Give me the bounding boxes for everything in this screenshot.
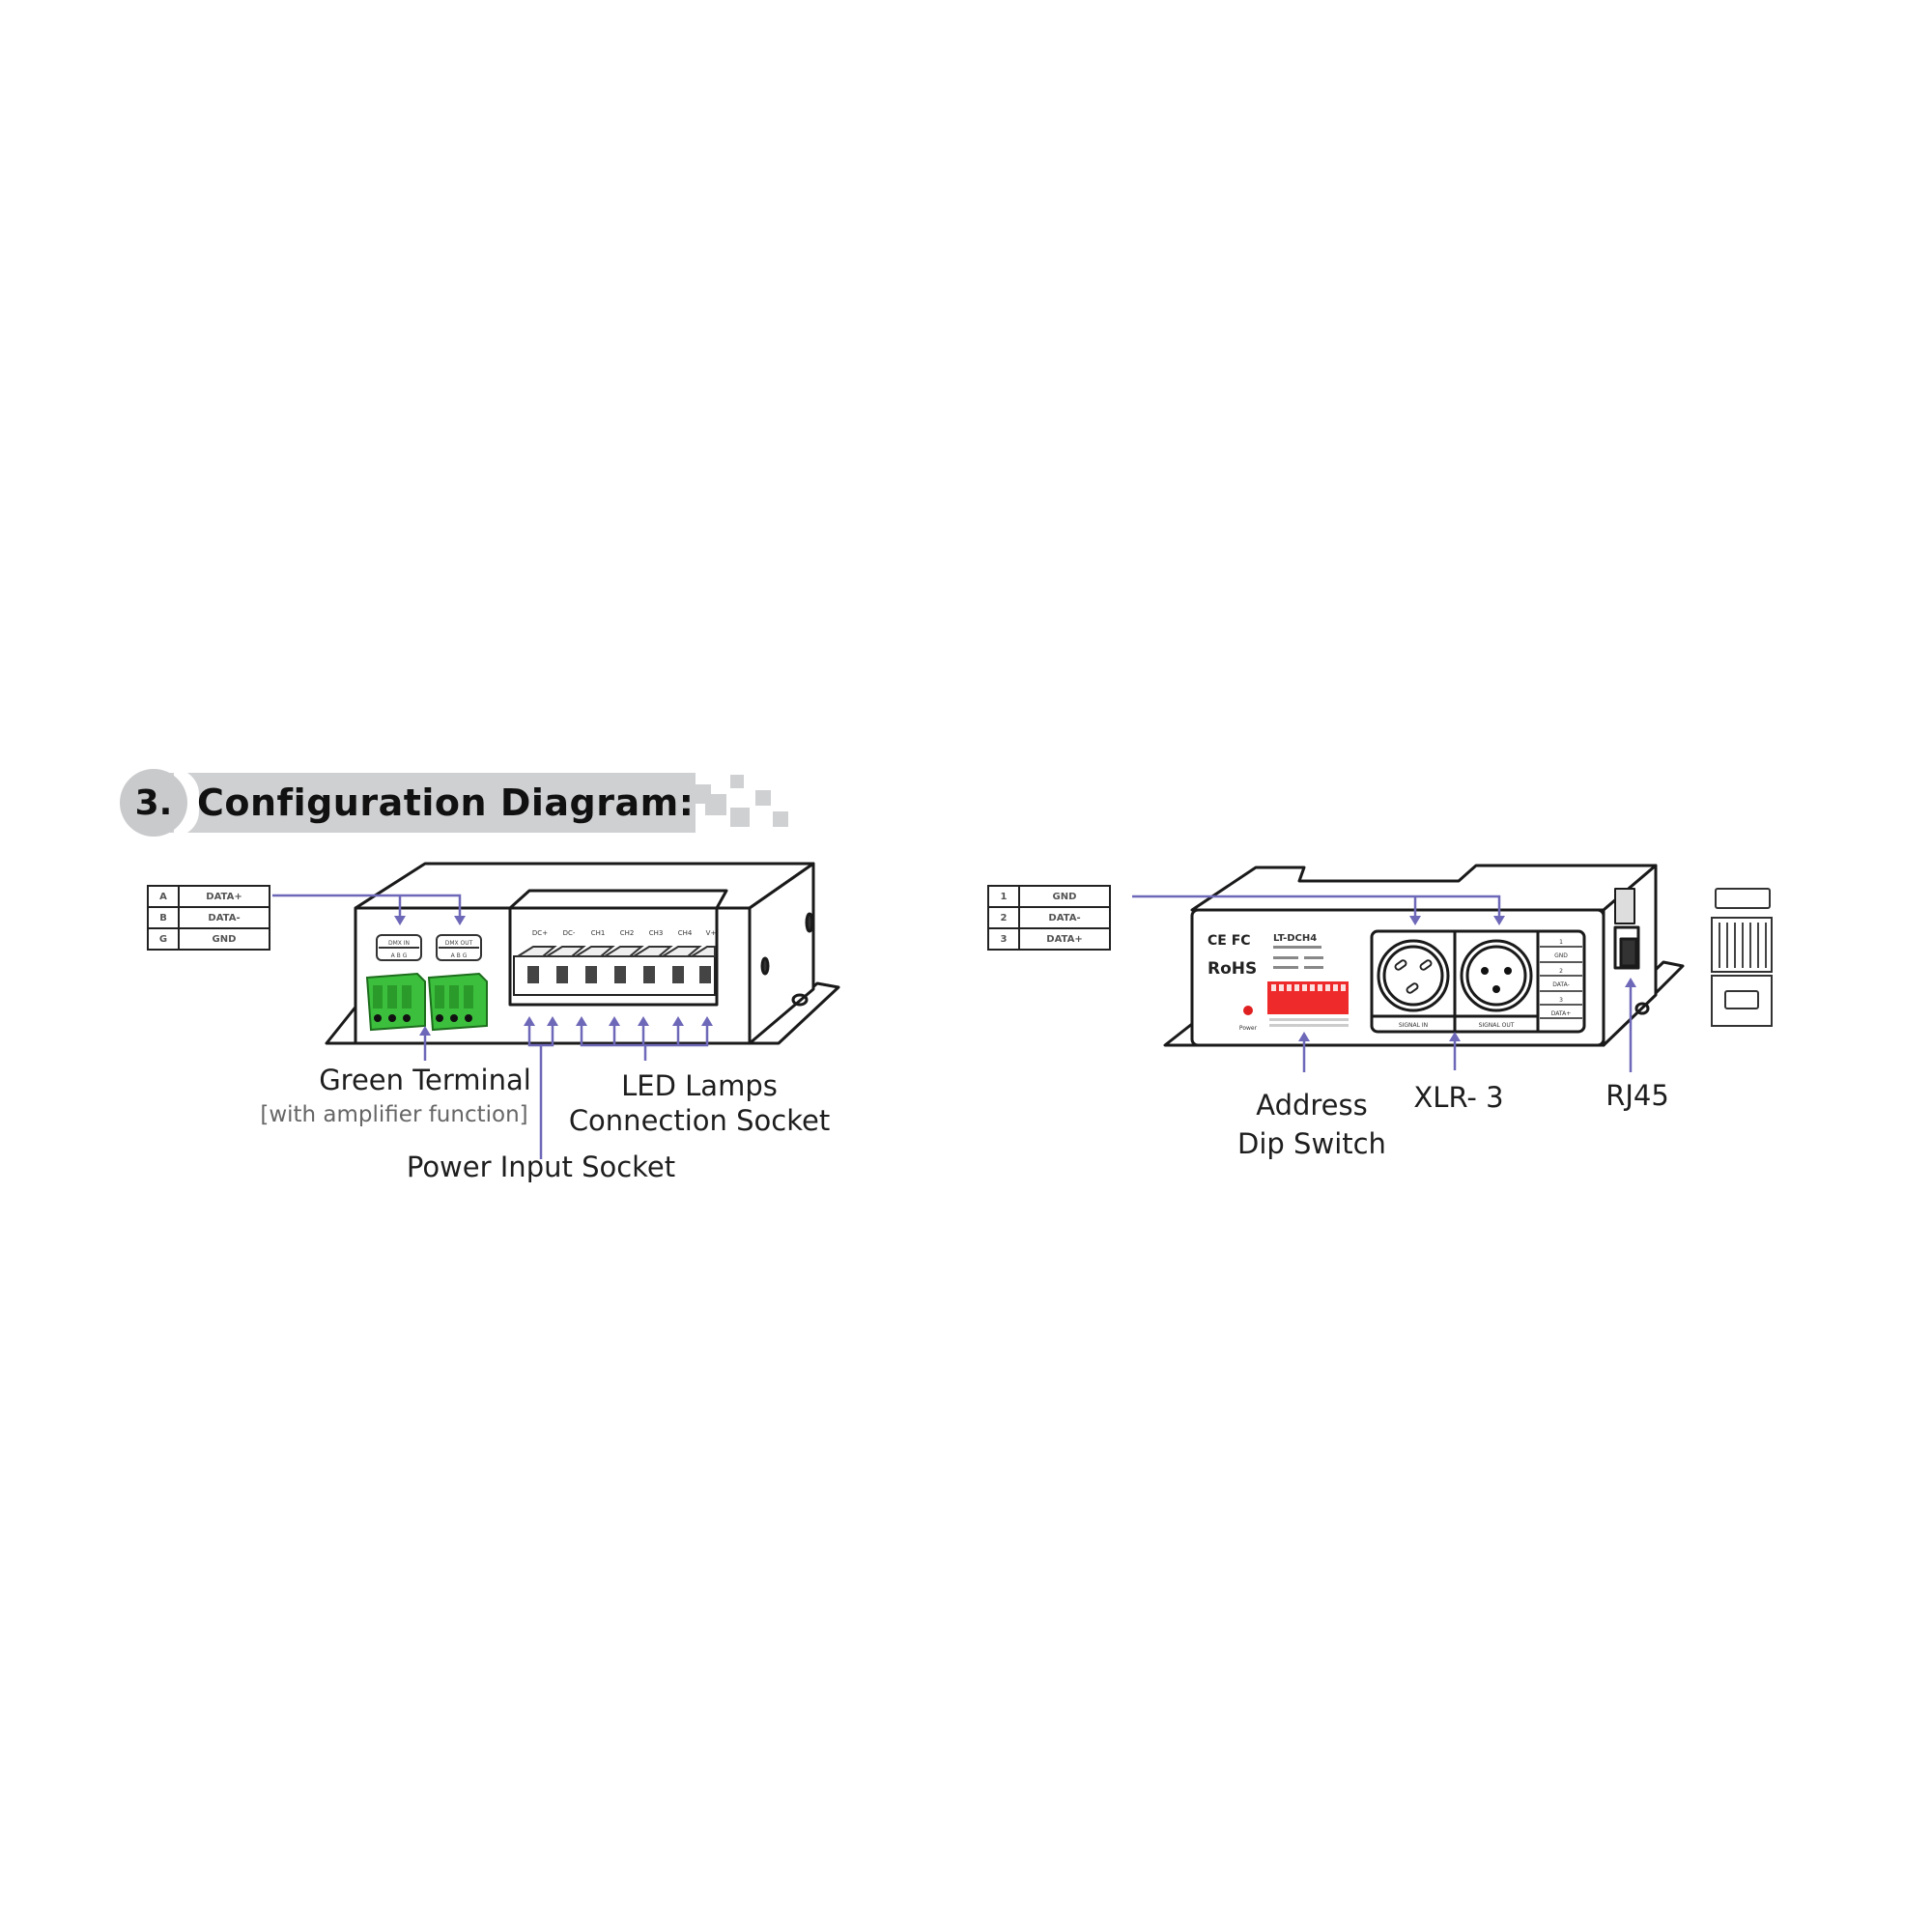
pin-signal: DATA- <box>178 906 270 929</box>
left-pin-table: A DATA+ B DATA- G GND <box>147 885 270 951</box>
led-lamps-label: LED Lamps <box>621 1069 778 1102</box>
pin-row: 1 GND <box>987 885 1111 908</box>
svg-text:3: 3 <box>1559 997 1563 1004</box>
ce-fc-mark: CE FC <box>1208 933 1251 949</box>
pin-signal: DATA- <box>1018 906 1111 929</box>
address-label: Address <box>1256 1089 1368 1122</box>
green-terminal-label: Green Terminal <box>319 1064 531 1096</box>
green-terminal-note: [with amplifier function] <box>260 1102 528 1127</box>
xlr3-label: XLR- 3 <box>1413 1081 1504 1114</box>
pin-id: 2 <box>987 906 1020 929</box>
pin-id: G <box>147 927 180 951</box>
header-pixel-deco <box>676 810 696 833</box>
pin-signal: DATA+ <box>1018 927 1111 951</box>
svg-text:DATA-: DATA- <box>1552 981 1570 988</box>
header-pixel-deco <box>730 808 750 827</box>
svg-text:CH3: CH3 <box>649 929 664 937</box>
header-pixel-deco <box>773 811 788 827</box>
header-pixel-deco <box>705 794 726 815</box>
terminal-label: DMX IN <box>388 940 410 947</box>
power-led-label: Power <box>1239 1025 1258 1032</box>
svg-text:A B G: A B G <box>391 952 408 959</box>
pin-row: 2 DATA- <box>987 906 1111 929</box>
pin-signal: GND <box>1018 885 1111 908</box>
svg-text:V+: V+ <box>706 929 717 937</box>
header-pixel-deco <box>755 790 771 806</box>
xlr-out-label: SIGNAL OUT <box>1479 1022 1515 1029</box>
section-title: Configuration Diagram: <box>197 781 695 824</box>
pin-id: A <box>147 885 180 908</box>
svg-text:GND: GND <box>1554 952 1568 959</box>
svg-text:1: 1 <box>1559 939 1563 946</box>
led-connection-socket-label: Connection Socket <box>568 1104 831 1137</box>
pin-id: 3 <box>987 927 1020 951</box>
svg-text:DATA+: DATA+ <box>1551 1010 1571 1017</box>
svg-text:DC+: DC+ <box>532 929 548 937</box>
rj45-label: RJ45 <box>1605 1079 1669 1112</box>
svg-text:DC-: DC- <box>563 929 576 937</box>
svg-text:CH4: CH4 <box>678 929 693 937</box>
pin-row: 3 DATA+ <box>987 927 1111 951</box>
power-input-socket-label: Power Input Socket <box>406 1151 676 1183</box>
dip-switch-label: Dip Switch <box>1237 1127 1386 1160</box>
section-header-band <box>155 773 696 833</box>
section-number-badge: 3. <box>120 769 187 837</box>
pin-id: B <box>147 906 180 929</box>
side-pin-labels: 1 GND 2 DATA- 3 DATA+ <box>1551 939 1571 1017</box>
model-label: LT-DCH4 <box>1273 933 1317 944</box>
pin-signal: DATA+ <box>178 885 270 908</box>
rohs-mark: RoHS <box>1208 959 1257 979</box>
right-pin-table: 1 GND 2 DATA- 3 DATA+ <box>987 885 1111 951</box>
pin-signal: GND <box>178 927 270 951</box>
pin-row: A DATA+ <box>147 885 270 908</box>
channel-labels: DC+ DC- CH1 CH2 CH3 CH4 V+ <box>532 929 717 937</box>
svg-text:CH1: CH1 <box>591 929 606 937</box>
dip-switch <box>1267 981 1349 1027</box>
svg-text:2: 2 <box>1559 968 1563 975</box>
svg-text:A B G: A B G <box>451 952 468 959</box>
pin-row: G GND <box>147 927 270 951</box>
xlr-in-label: SIGNAL IN <box>1399 1022 1428 1029</box>
pin-row: B DATA- <box>147 906 270 929</box>
green-terminal-block <box>365 972 488 1032</box>
pin-id: 1 <box>987 885 1020 908</box>
svg-text:CH2: CH2 <box>620 929 635 937</box>
power-led <box>1243 1006 1253 1015</box>
svg-text:DMX OUT: DMX OUT <box>445 940 473 947</box>
header-pixel-deco <box>730 775 744 788</box>
